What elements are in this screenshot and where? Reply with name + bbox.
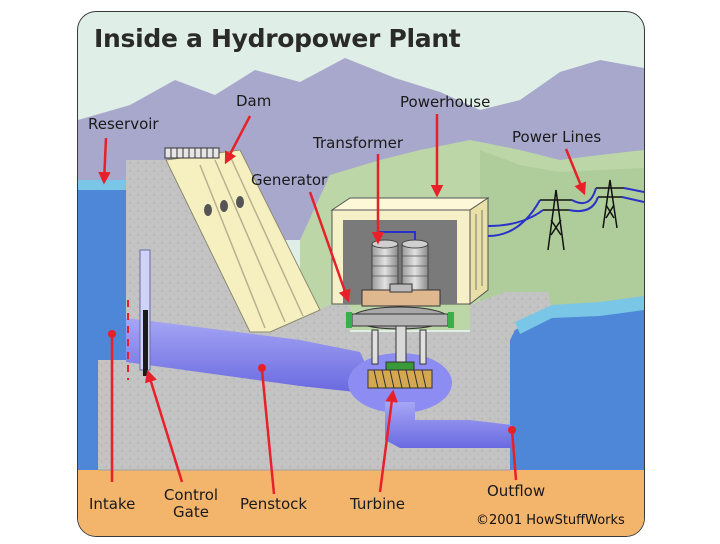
label-turbine: Turbine — [350, 496, 405, 513]
label-control-gate-line2: Gate — [158, 504, 224, 521]
reservoir-surface — [78, 180, 126, 190]
copyright: ©2001 HowStuffWorks — [476, 513, 625, 528]
powerhouse-side — [470, 198, 488, 304]
label-generator: Generator — [251, 172, 327, 189]
label-control-gate-line1: Control — [158, 487, 224, 504]
diagram-title: Inside a Hydropower Plant — [94, 24, 460, 53]
label-power-lines: Power Lines — [512, 129, 601, 146]
label-control-gate: Control Gate — [158, 487, 224, 521]
powerhouse-roof — [332, 198, 488, 210]
label-penstock: Penstock — [240, 496, 307, 513]
label-transformer: Transformer — [313, 135, 403, 152]
label-powerhouse: Powerhouse — [400, 94, 490, 111]
label-intake: Intake — [89, 496, 135, 513]
label-outflow: Outflow — [487, 483, 545, 500]
label-reservoir: Reservoir — [88, 116, 159, 133]
control-gate — [143, 310, 148, 376]
dam-railing — [165, 148, 219, 158]
label-dam: Dam — [236, 93, 271, 110]
